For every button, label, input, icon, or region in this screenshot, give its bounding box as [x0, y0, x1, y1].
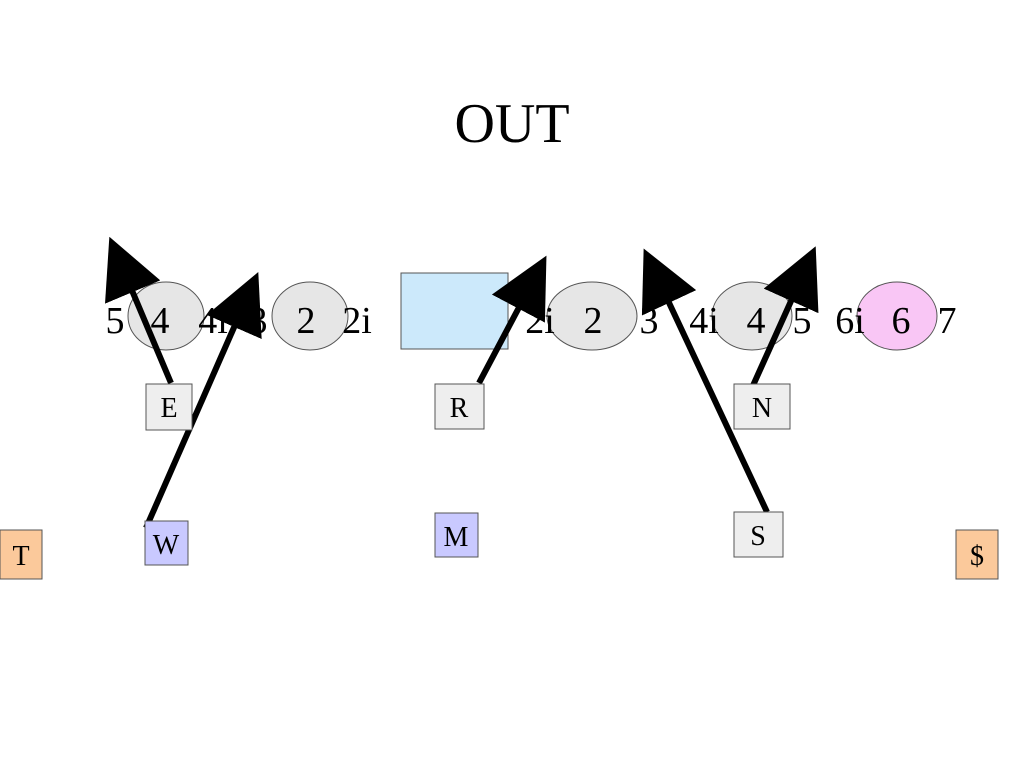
gap-label: 2 [297, 300, 316, 342]
gap-label: 4 [151, 300, 170, 342]
svg-text:W: W [153, 530, 180, 561]
gap-label: 4i [198, 300, 228, 342]
diagram-title: OUT [454, 93, 570, 155]
player-box-m: M [434, 512, 479, 558]
svg-text:$: $ [970, 541, 984, 572]
gap-label: 5 [106, 300, 125, 342]
ball-box [400, 272, 509, 350]
gap-label: 7 [938, 300, 957, 342]
gap-label: 4 [747, 300, 766, 342]
player-box-w: W [144, 520, 189, 566]
svg-text:M: M [444, 522, 469, 553]
gap-label: 2i [525, 300, 555, 342]
player-box-dollar: $ [955, 529, 999, 580]
gap-label: 6 [892, 300, 911, 342]
gap-label: 3 [640, 300, 659, 342]
svg-text:S: S [750, 521, 766, 552]
arrow-r-to-2i [476, 255, 547, 385]
arrow-e-to-5 [105, 236, 174, 385]
svg-text:R: R [450, 393, 469, 424]
gap-label: 2 [584, 300, 603, 342]
svg-text:N: N [752, 393, 772, 424]
gap-label: 4i [689, 300, 719, 342]
gap-label: 3 [249, 300, 268, 342]
gap-oval-2-left [271, 281, 349, 351]
arrow-n-to-5 [748, 246, 819, 392]
svg-text:T: T [12, 541, 29, 572]
player-box-e: E [145, 383, 193, 431]
gap-label: 5 [793, 300, 812, 342]
gap-label: 6i [835, 300, 865, 342]
player-box-r: R [434, 383, 485, 430]
player-box-t: T [0, 529, 43, 580]
gap-oval-2-right [546, 281, 638, 351]
player-box-s: S [733, 511, 784, 558]
arrow-s-to-3 [641, 248, 770, 514]
gap-label: 2i [342, 300, 372, 342]
svg-text:E: E [160, 393, 177, 424]
player-box-n: N [733, 383, 791, 430]
gap-oval-6-right [856, 281, 938, 351]
